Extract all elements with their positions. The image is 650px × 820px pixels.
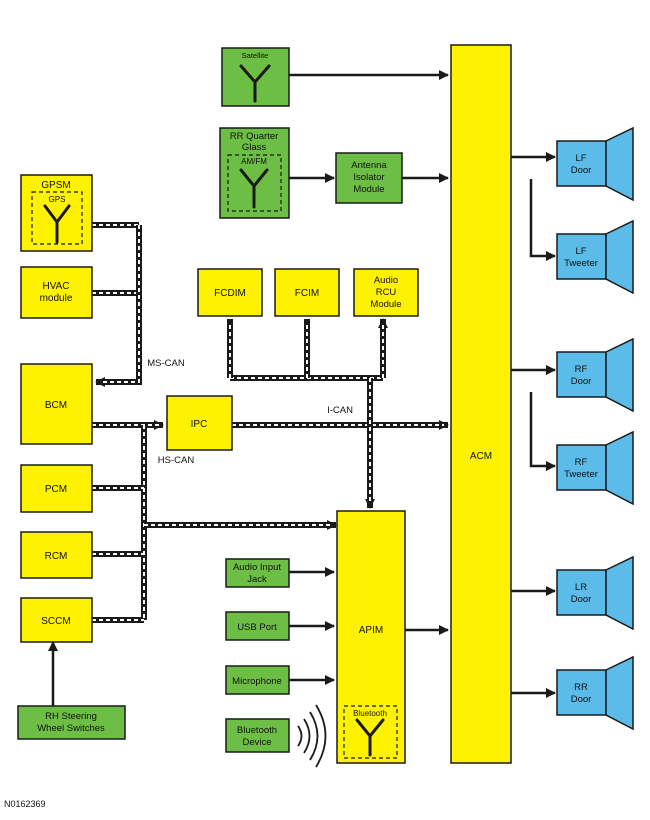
gps-label: GPS [49,195,66,204]
hvac-label-line2: module [40,293,73,304]
rr-door-label-line2: Door [571,694,592,705]
hs-can-bus [92,420,337,623]
bcm-label: BCM [45,400,67,411]
gps-antenna-frame [31,191,83,245]
lr-door-label-line1: LR [575,582,587,593]
antenna-icon [239,168,269,209]
rr-quarter-glass-antenna: RR Quarter Glass AM/FM [219,127,290,219]
ms-can-label: MS-CAN [147,358,185,369]
antenna-isolator-label-line1: Antenna [351,160,387,171]
i-can-bus [227,319,449,509]
ipc-label: IPC [191,419,208,430]
bluetooth-waves-icon [297,704,327,768]
apim-label: APIM [359,625,383,636]
lf-door-label-line1: LF [575,153,586,164]
lf-tweeter-label-line2: Tweeter [564,258,598,269]
speaker-rf-door: RF Door [556,337,634,413]
sccm-label: SCCM [41,616,70,627]
bluetooth-device-label-line1: Bluetooth [237,725,277,736]
sccm-module: SCCM [20,597,93,643]
rcm-module: RCM [20,531,93,579]
rf-door-label-line2: Door [571,376,592,387]
audio-rcu-label-line1: Audio [374,275,398,286]
ms-can-bus [92,222,142,387]
speaker-rf-tweeter: RF Tweeter [556,430,634,506]
rr-quarter-label-line1: RR Quarter [230,131,279,142]
fcdim-label: FCDIM [214,288,246,299]
speaker-lf-tweeter: LF Tweeter [556,219,634,295]
acm-module: ACM [450,44,512,764]
steering-label-line1: RH Steering [45,711,97,722]
i-can-label: I-CAN [327,405,353,416]
bluetooth-device-label-line2: Device [242,737,271,748]
usb-port-label: USB Port [237,622,277,633]
audio-input-label-line1: Audio Input [233,562,281,573]
speaker-lf-door: LF Door [556,126,634,202]
bcm-module: BCM [20,363,93,445]
pcm-module: PCM [20,464,93,513]
gpsm-label: GPSM [41,180,70,191]
apim-module: APIM Bluetooth [336,510,406,764]
speaker-lr-door: LR Door [556,555,634,631]
lr-door-label-line2: Door [571,594,592,605]
satellite-antenna: Satellite [221,47,290,107]
speaker-icon [605,219,634,295]
rcm-label: RCM [45,551,68,562]
audio-rcu-module: Audio RCU Module [353,268,419,317]
speaker-icon [605,430,634,506]
pcm-label: PCM [45,484,67,495]
lf-tweeter-label-line1: LF [575,246,586,257]
gpsm-module: GPSM GPS [20,174,93,252]
am-fm-antenna-frame [227,154,282,212]
steering-label-line2: Wheel Switches [37,723,105,734]
audio-input-jack: Audio Input Jack [225,558,290,588]
speaker-icon [605,126,634,202]
am-fm-label: AM/FM [241,157,267,166]
antenna-isolator-label-line2: Isolator [353,172,384,183]
ipc-module: IPC [166,395,233,451]
bluetooth-antenna-label: Bluetooth [353,709,387,718]
satellite-label: Satellite [242,51,269,60]
antenna-icon [43,204,71,244]
speaker-icon [605,555,634,631]
lf-door-label-line2: Door [571,165,592,176]
microphone: Microphone [225,665,290,695]
rf-tweeter-label-line1: RF [575,457,588,468]
rf-door-label-line1: RF [575,364,588,375]
fcim-label: FCIM [295,288,319,299]
audio-rcu-label-line2: RCU [376,287,397,298]
speaker-icon [605,337,634,413]
bluetooth-antenna-frame [343,705,398,759]
antenna-isolator-label-line3: Module [353,184,384,195]
hvac-label-line1: HVAC [42,281,69,292]
audio-rcu-label-line3: Module [370,299,401,310]
acm-label: ACM [470,451,492,462]
hs-can-label: HS-CAN [158,455,195,466]
steering-wheel-switches: RH Steering Wheel Switches [17,705,126,740]
speaker-icon [605,655,634,731]
speaker-rr-door: RR Door [556,655,634,731]
usb-port: USB Port [225,611,290,641]
fcim-module: FCIM [274,268,340,317]
bluetooth-device: Bluetooth Device [225,718,290,753]
audio-input-label-line2: Jack [247,574,267,585]
rr-quarter-label-line2: Glass [242,142,267,153]
antenna-icon [355,718,385,757]
figure-id: N0162369 [4,799,46,809]
antenna-icon [239,64,271,103]
fcdim-module: FCDIM [197,268,263,317]
hvac-module: HVAC module [20,266,93,319]
rf-tweeter-label-line2: Tweeter [564,469,598,480]
solid-connectors [48,70,556,706]
microphone-label: Microphone [232,676,282,687]
rr-door-label-line1: RR [574,682,588,693]
antenna-isolator-module: Antenna Isolator Module [335,152,403,204]
